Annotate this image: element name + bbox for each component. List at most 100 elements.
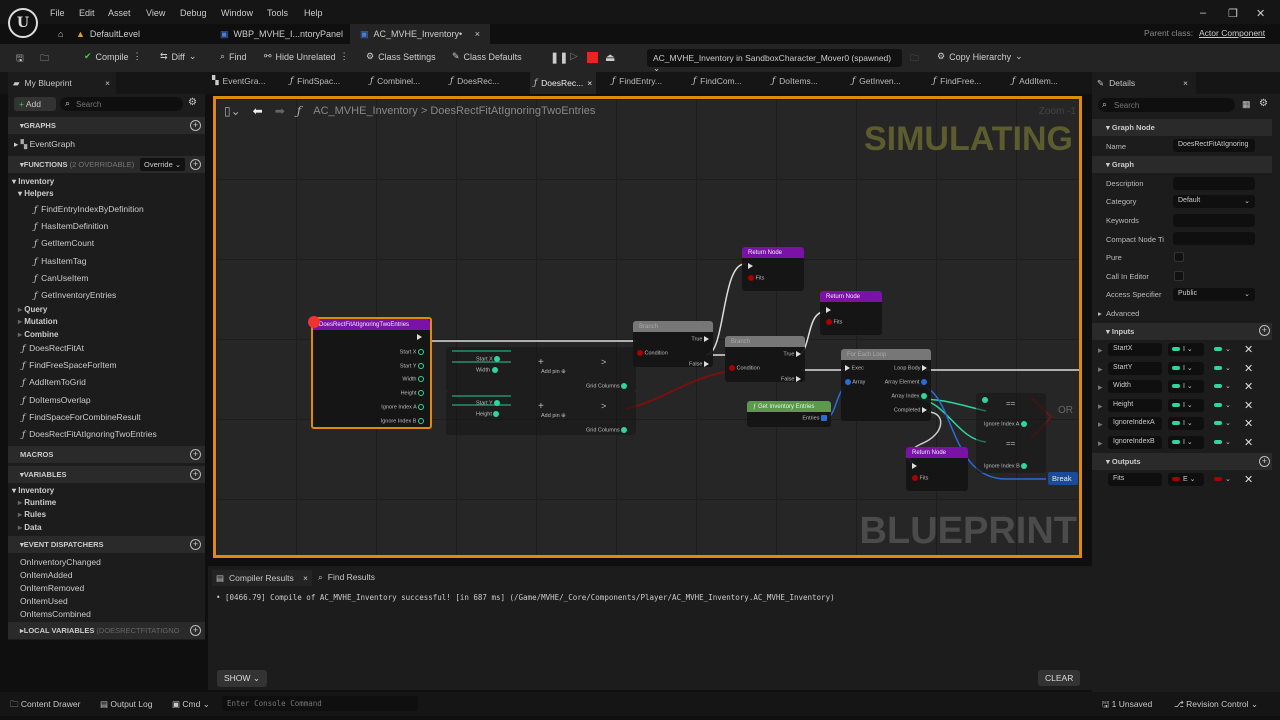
int-pin[interactable] <box>1021 463 1028 469</box>
exec-pin[interactable] <box>826 307 831 313</box>
input-pin-name[interactable]: StartY <box>1108 361 1162 375</box>
container-type-dropdown[interactable]: ⌄ <box>1214 475 1231 483</box>
show-button[interactable]: SHOW ⌄ <box>217 670 267 687</box>
add-output-icon[interactable]: + <box>1259 456 1270 467</box>
exec-pin[interactable] <box>796 376 801 382</box>
array-pin[interactable] <box>845 379 851 385</box>
debug-object-select[interactable]: AC_MVHE_Inventory in SandboxCharacter_Mo… <box>647 49 902 73</box>
pure-checkbox[interactable] <box>1174 252 1184 262</box>
name-field[interactable]: DoesRectFitAtIgnoring <box>1173 139 1255 152</box>
container-type-dropdown[interactable]: ⌄ <box>1214 345 1231 353</box>
graph-tab[interactable]: ▚EventGra... <box>212 76 266 86</box>
back-arrow-icon[interactable]: ⬅ <box>252 104 263 118</box>
input-pin-name[interactable]: IgnoreIndexA <box>1108 417 1162 430</box>
keywords-field[interactable] <box>1173 214 1255 227</box>
event-dispatcher-item[interactable]: OnItemRemoved <box>20 583 84 593</box>
cmd-dropdown[interactable]: ▣ Cmd ⌄ <box>172 699 210 709</box>
blueprint-search-input[interactable] <box>60 97 183 111</box>
event-graph-item[interactable]: ▸ ▚ EventGraph <box>14 139 75 149</box>
browse-icon[interactable]: 🗀 <box>40 53 50 63</box>
my-blueprint-tab[interactable]: ▰My Blueprint× <box>8 72 116 94</box>
add-pin-button[interactable]: Add pin ⊕ <box>541 369 566 375</box>
menu-tools[interactable]: Tools <box>267 8 289 18</box>
exec-pin[interactable] <box>912 463 917 469</box>
copy-hierarchy-button[interactable]: ⚙Copy Hierarchy ⌄ <box>937 51 1023 62</box>
close-window-button[interactable]: ✕ <box>1256 8 1266 20</box>
int-pin[interactable] <box>1020 421 1027 427</box>
breadcrumb-root[interactable]: AC_MVHE_Inventory <box>313 105 418 117</box>
add-compare-node-y[interactable]: Start Y Height + Add pin ⊕ > Grid Column… <box>446 391 636 435</box>
macros-section[interactable]: MACROS+ <box>8 446 205 463</box>
variable-category[interactable]: ▸ Data <box>18 522 42 532</box>
add-dispatcher-icon[interactable]: + <box>190 539 201 550</box>
menu-help[interactable]: Help <box>304 8 323 18</box>
container-type-dropdown[interactable]: ⌄ <box>1214 401 1231 409</box>
input-pin-name[interactable]: IgnoreIndexB <box>1108 435 1162 449</box>
container-type-dropdown[interactable]: ⌄ <box>1214 364 1231 372</box>
remove-pin-icon[interactable]: ✕ <box>1244 381 1254 393</box>
bool-pin[interactable] <box>826 319 832 325</box>
function-entry-node[interactable]: DoesRectFitAtIgnoringTwoEntries Start X … <box>311 317 432 429</box>
unsaved-indicator[interactable]: 🖫 1 Unsaved <box>1102 699 1153 709</box>
branch-node-2[interactable]: Branch Condition True False <box>725 336 805 382</box>
compact-node-title-field[interactable] <box>1173 232 1255 245</box>
graph-options-icon[interactable]: ▯⌄ <box>224 104 241 118</box>
category-item[interactable]: ▸ Mutation <box>18 317 58 327</box>
category-item[interactable]: ▸ Combine <box>18 329 59 339</box>
minimize-button[interactable]: – <box>1200 7 1207 19</box>
expand-arrow-icon[interactable]: ▸ <box>1098 363 1103 374</box>
event-dispatcher-item[interactable]: OnItemUsed <box>20 596 68 606</box>
exec-pin[interactable] <box>704 361 709 367</box>
array-pin[interactable] <box>821 415 827 421</box>
expand-arrow-icon[interactable]: ▸ <box>1098 382 1103 392</box>
blueprint-graph-canvas[interactable]: ▯⌄ ⬅ ➡ ƒ AC_MVHE_Inventory > DoesRectFit… <box>213 96 1082 558</box>
details-search-input[interactable] <box>1098 98 1235 112</box>
menu-debug[interactable]: Debug <box>180 8 207 18</box>
pin-type-dropdown[interactable]: I ⌄ <box>1168 380 1204 393</box>
clear-button[interactable]: CLEAR <box>1038 670 1081 686</box>
close-tab-icon[interactable]: × <box>1183 78 1188 88</box>
bool-pin[interactable] <box>748 275 754 281</box>
expand-arrow-icon[interactable]: ▸ <box>1098 345 1103 355</box>
close-tab-icon[interactable]: × <box>303 573 308 583</box>
container-type-dropdown[interactable]: ⌄ <box>1214 419 1231 427</box>
unreal-logo[interactable]: U <box>8 8 38 38</box>
add-pin-button[interactable]: Add pin ⊕ <box>541 413 566 419</box>
eject-button[interactable]: ⏏ <box>605 52 616 64</box>
advanced-toggle[interactable]: ▸ Advanced <box>1098 309 1140 318</box>
compiler-results-tab[interactable]: ▤Compiler Results× <box>212 570 312 586</box>
int-pin[interactable] <box>418 417 424 424</box>
exec-pin[interactable] <box>922 407 927 413</box>
local-variables-section[interactable]: ▸ LOCAL VARIABLES (DOESRECTFITATIGNORING… <box>8 622 205 639</box>
remove-pin-icon[interactable]: ✕ <box>1244 474 1254 486</box>
variable-category[interactable]: ▸ Runtime <box>18 498 57 507</box>
pin-type-dropdown[interactable]: I ⌄ <box>1168 435 1204 449</box>
int-pin[interactable] <box>418 390 424 397</box>
class-settings-button[interactable]: ⚙Class Settings <box>366 51 436 62</box>
save-icon[interactable]: 🖫 <box>16 53 24 63</box>
menu-edit[interactable]: Edit <box>79 8 95 18</box>
menu-asset[interactable]: Asset <box>108 8 131 18</box>
graphs-section[interactable]: ▾ GRAPHS+ <box>8 117 205 134</box>
add-macro-icon[interactable]: + <box>190 449 201 460</box>
revision-control-button[interactable]: ⎇ Revision Control ⌄ <box>1174 699 1259 709</box>
category-inventory[interactable]: ▾ Inventory <box>12 177 55 186</box>
remove-pin-icon[interactable]: ✕ <box>1244 436 1254 449</box>
bool-pin[interactable] <box>912 475 918 481</box>
menu-view[interactable]: View <box>146 8 166 18</box>
